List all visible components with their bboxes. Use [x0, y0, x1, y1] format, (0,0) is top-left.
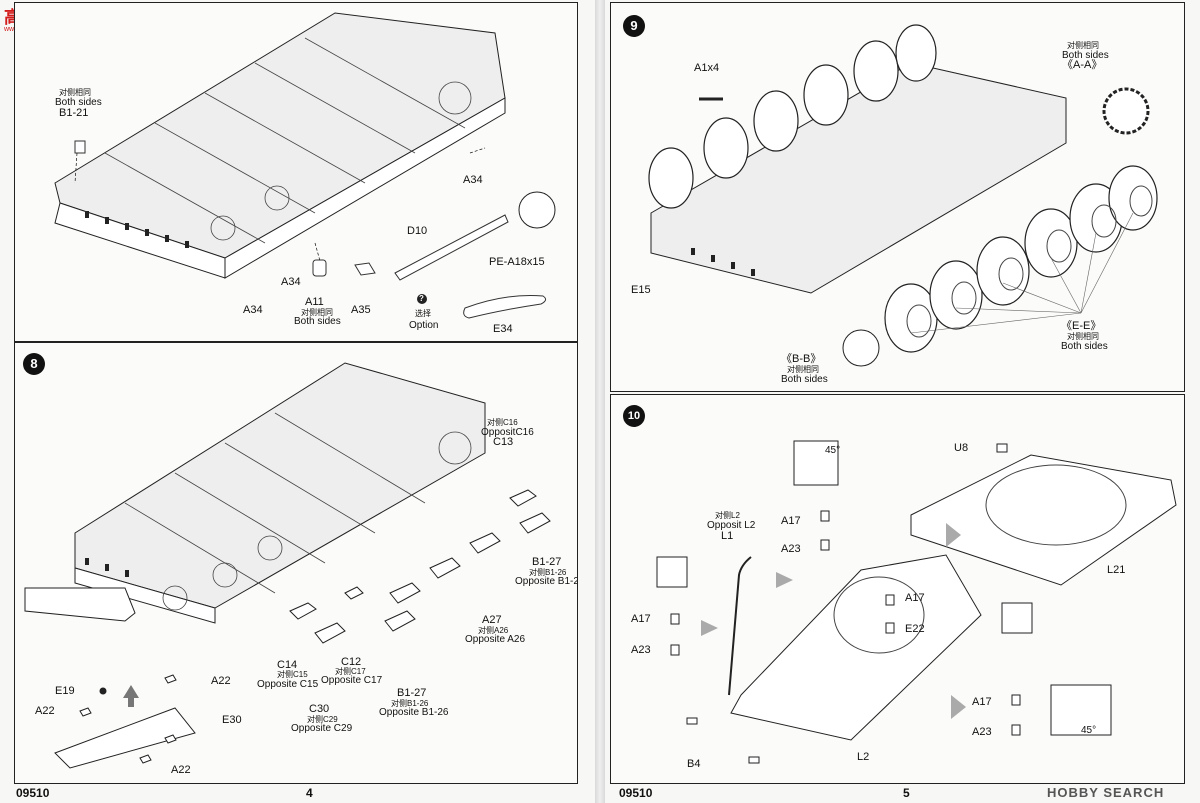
label-a22-bottom: A22 [171, 764, 191, 776]
label-c30-en: Opposite C29 [291, 723, 353, 734]
label-aa: 《A-A》 [1062, 59, 1103, 71]
suspension-drawing [24, 362, 551, 769]
label-a11-en: Both sides [294, 316, 341, 327]
label-pe: PE-A18x15 [489, 256, 545, 268]
label-aa-cn: 对侧相同 [1067, 41, 1099, 50]
left-page-number: 4 [306, 786, 313, 800]
label-bb-cn: 对侧相同 [787, 365, 819, 374]
label-u8: U8 [954, 442, 969, 454]
label-a22-top: A22 [211, 675, 231, 687]
step-10-panel: 10 [610, 394, 1185, 784]
label-b4: B4 [687, 758, 701, 770]
step-10-badge: 10 [623, 405, 645, 427]
label-l1-en: Opposit L2 [707, 520, 756, 531]
label-c13: C13 [493, 436, 514, 448]
page-gutter [595, 0, 605, 803]
label-e34: E34 [493, 323, 513, 335]
label-a23-bottom: A23 [972, 726, 992, 738]
label-a27-cn: 对侧A26 [478, 626, 509, 635]
hull-plates-drawing [656, 440, 1177, 764]
step-8-badge: 8 [23, 353, 45, 375]
label-angle-bottom: 45° [1081, 725, 1097, 736]
label-a1x4: A1x4 [694, 62, 720, 74]
label-c14-cn: 对侧C15 [277, 670, 308, 679]
label-c12-en: Opposite C17 [321, 675, 383, 686]
label-a23-top: A23 [781, 543, 801, 555]
label-b127-bottom-en: Opposite B1-26 [379, 707, 449, 718]
step-9-panel: 9 [610, 2, 1185, 392]
label-l21: L21 [1107, 564, 1126, 576]
label-l2: L2 [857, 751, 870, 763]
right-page-code: 09510 [619, 786, 653, 800]
label-c30-cn: 对侧C29 [307, 715, 338, 724]
label-c14: C14 [277, 659, 298, 671]
label-a17-bottom: A17 [972, 696, 992, 708]
label-c14-en: Opposite C15 [257, 679, 319, 690]
label-e22: E22 [905, 623, 925, 635]
label-a11: A11 [305, 296, 324, 308]
label-e19: E19 [55, 685, 75, 697]
step-9-badge: 9 [623, 15, 645, 37]
label-b127-right-cn: 对侧B1-26 [529, 568, 567, 577]
label-option-en: Option [409, 320, 439, 331]
label-c12: C12 [341, 656, 362, 668]
label-b121-en: Both sides [55, 97, 102, 108]
label-b121-cn: 对侧相同 [59, 88, 91, 97]
label-b127-right: B1-27 [532, 556, 562, 568]
label-a34-left: A34 [243, 304, 263, 316]
label-a34-right: A34 [463, 174, 483, 186]
road-wheels-drawing [648, 24, 1158, 367]
label-a23-left: A23 [631, 644, 651, 656]
label-a35: A35 [351, 304, 371, 316]
label-b127-bottom: B1-27 [397, 687, 427, 699]
label-a17-top: A17 [781, 515, 801, 527]
top-assembly-panel: 对侧相同 Both sides B1-21 A34 A34 A34 A11 对侧… [14, 2, 578, 342]
label-a27-en: Opposite A26 [465, 634, 526, 645]
label-e15: E15 [631, 284, 651, 296]
hull-lower-drawing [54, 12, 556, 319]
label-b121: B1-21 [59, 107, 89, 119]
label-option-cn: 选择 [415, 309, 431, 318]
label-b127-right-en: Opposite B1-26 [515, 576, 578, 587]
label-ee: 《E-E》 [1061, 320, 1102, 332]
right-page: 9 [605, 0, 1200, 803]
label-l1: L1 [721, 530, 734, 542]
label-ee-en: Both sides [1061, 341, 1108, 352]
label-a17-mid: A17 [905, 592, 925, 604]
label-a34-mid: A34 [281, 276, 301, 288]
option-icon: ? [419, 294, 424, 303]
left-page: 高手网 www.gaoshou.com [0, 0, 595, 803]
label-d10: D10 [407, 225, 428, 237]
right-page-number: 5 [903, 786, 910, 800]
label-aa-en: Both sides [1062, 50, 1109, 61]
label-ee-cn: 对侧相同 [1067, 332, 1099, 341]
step-8-panel: 8 [14, 342, 578, 784]
label-c13-cn: 对侧C16 [487, 418, 518, 427]
label-c30: C30 [309, 703, 330, 715]
label-a17-left: A17 [631, 613, 651, 625]
label-angle-top: 45° [825, 445, 841, 456]
watermark-hobbysearch: HOBBY SEARCH [1047, 785, 1165, 800]
label-a11-cn: 对侧相同 [301, 308, 333, 317]
label-a22-left: A22 [35, 705, 55, 717]
label-c12-cn: 对侧C17 [335, 667, 366, 676]
label-l1-cn: 对侧L2 [715, 511, 740, 520]
left-page-code: 09510 [16, 786, 50, 800]
label-c13-en: OppositC16 [481, 427, 534, 438]
label-e30: E30 [222, 714, 242, 726]
label-a27: A27 [482, 614, 502, 626]
label-bb: 《B-B》 [781, 353, 822, 365]
label-b127-bottom-cn: 对侧B1-26 [391, 699, 429, 708]
label-bb-en: Both sides [781, 374, 828, 385]
